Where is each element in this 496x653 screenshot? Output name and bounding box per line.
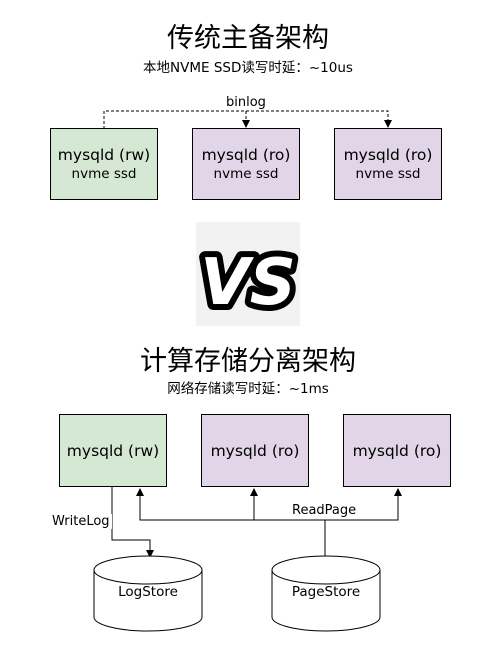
logstore-label: LogStore	[118, 584, 178, 600]
bottom-subtitle: 网络存储读写时延：~1ms	[167, 381, 329, 397]
readpage-label: ReadPage	[290, 503, 359, 518]
top-replica-box-1: mysqld (ro) nvme ssd	[192, 128, 300, 200]
binlog-label: binlog	[224, 95, 268, 110]
bottom-replica-box-1: mysqld (ro)	[201, 414, 309, 487]
writelog-label: WriteLog	[50, 514, 112, 529]
box-name: mysqld (ro)	[210, 441, 300, 460]
pagestore-label: PageStore	[291, 584, 361, 600]
box-name: mysqld (ro)	[343, 146, 433, 164]
box-sub: nvme ssd	[71, 166, 137, 182]
box-sub: nvme ssd	[355, 166, 421, 182]
bottom-replica-box-2: mysqld (ro)	[343, 414, 451, 487]
vs-badge: VS	[194, 222, 302, 326]
top-title: 传统主备架构	[167, 23, 329, 54]
vs-graphic: VS	[194, 240, 302, 326]
writelog-connector	[111, 487, 154, 558]
box-name: mysqld (rw)	[57, 146, 151, 164]
top-subtitle: 本地NVME SSD读写时延：~10us	[143, 60, 353, 76]
bottom-title: 计算存储分离架构	[140, 346, 356, 377]
box-sub: nvme ssd	[213, 166, 279, 182]
top-replica-box-2: mysqld (ro) nvme ssd	[334, 128, 442, 200]
pagestore-cylinder	[271, 555, 381, 632]
top-primary-box: mysqld (rw) nvme ssd	[50, 128, 158, 200]
binlog-connector	[103, 110, 392, 129]
bottom-primary-box: mysqld (rw)	[59, 414, 167, 487]
box-name: mysqld (ro)	[201, 146, 291, 164]
logstore-cylinder	[93, 555, 203, 632]
box-name: mysqld (rw)	[66, 441, 160, 460]
box-name: mysqld (ro)	[352, 441, 442, 460]
vs-text: VS	[200, 246, 296, 320]
readpage-connector	[136, 488, 402, 556]
